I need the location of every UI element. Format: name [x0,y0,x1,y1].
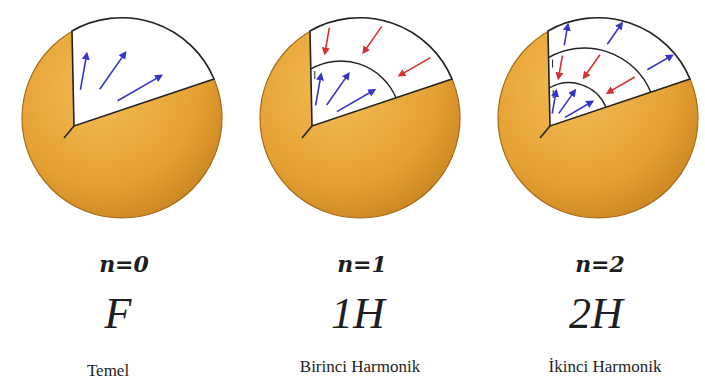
mode-number: n=0 [99,252,149,276]
sphere [22,18,222,218]
mode-symbol: 1H [331,290,385,338]
displacement-arrow [558,56,562,79]
displacement-arrow [118,76,162,101]
cutaway-face [548,18,690,126]
shell-edge [552,60,553,68]
shell-boundary [549,48,651,92]
shell-boundary [311,61,396,98]
mode-name: Temel [87,362,129,381]
sphere [498,18,698,218]
sphere [260,18,460,218]
displacement-arrow [607,23,622,44]
displacement-arrow [100,53,126,90]
shell-edge [314,71,315,79]
mode-symbol: 2H [569,290,623,338]
sphere-body [22,18,222,218]
displacement-arrow [647,55,672,69]
mode-symbol: F [105,290,132,338]
mode-name: İkinci Harmonik [549,358,662,377]
cutaway-edge [302,126,312,138]
displacement-arrow [552,91,556,114]
displacement-arrow [363,26,381,52]
cutaway-edge [540,126,550,138]
displacement-arrow [564,25,568,46]
sphere-body [498,18,698,218]
mode-number: n=1 [337,252,387,276]
cutaway-face [72,18,214,126]
displacement-arrow [565,102,592,118]
mode-name: Birinci Harmonik [300,358,420,377]
displacement-arrow [399,58,430,76]
cutaway-edge [64,126,74,138]
displacement-arrow [607,77,634,93]
displacement-arrow [80,54,86,90]
cutaway-face [310,18,452,126]
displacement-arrow [325,28,330,54]
displacement-arrow [327,74,349,105]
displacement-arrow [337,90,375,112]
shell-boundary [549,83,606,108]
shell-edge [553,90,554,98]
sphere-body [260,18,460,218]
displacement-arrow [584,55,600,78]
mode-number: n=2 [575,252,625,276]
displacement-arrow [316,74,322,105]
displacement-arrow [559,90,575,113]
